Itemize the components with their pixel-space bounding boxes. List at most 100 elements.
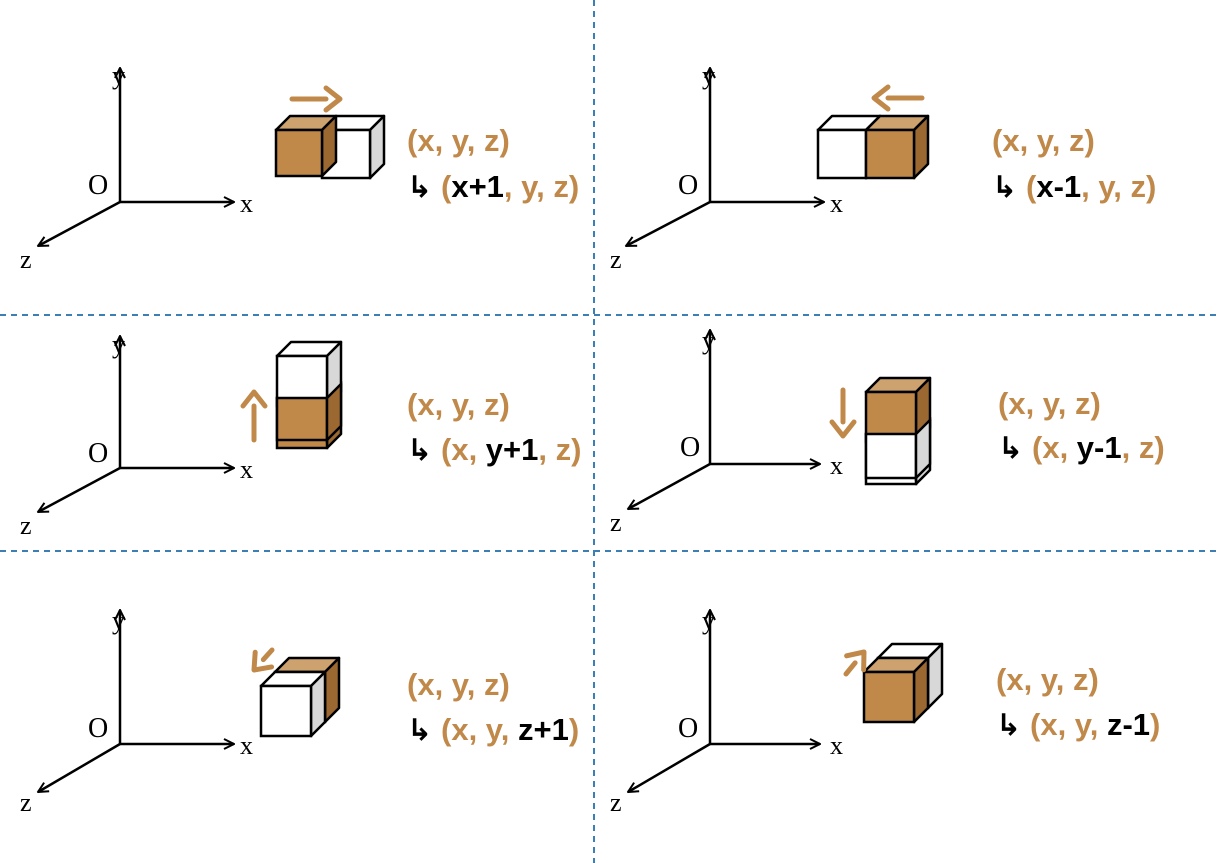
changed-component: x-1: [1036, 169, 1081, 204]
origin-label: O: [680, 432, 700, 463]
neighbor-cube: [259, 670, 327, 738]
maps-to-arrow-icon: ↳: [992, 170, 1017, 205]
x-axis-label: x: [830, 451, 843, 480]
unchanged-component: , y, z): [504, 169, 579, 204]
z-axis: [38, 466, 121, 514]
unchanged-component: (x, y,: [1030, 707, 1107, 742]
coordinate-mapping: (x, y, z) ↳ (x+1, y, z): [407, 123, 579, 205]
z-axis-label: z: [20, 788, 32, 817]
cube-front-face: [864, 432, 918, 480]
coordinate-mapping: (x, y, z) ↳ (x, y, z+1): [407, 667, 579, 748]
z-axis-label: z: [610, 508, 622, 537]
cube-front-face: [275, 396, 329, 442]
original-coordinate: (x, y, z): [407, 123, 510, 158]
original-coordinate: (x, y, z): [407, 667, 510, 702]
origin-cube: [864, 114, 930, 180]
coordinate-axes: y x z O: [610, 606, 843, 817]
changed-component: z+1: [518, 712, 569, 747]
down-arrow: [829, 387, 857, 439]
original-coordinate: (x, y, z): [998, 386, 1101, 421]
y-axis-label: y: [702, 326, 715, 355]
cube-side-face: [914, 416, 932, 482]
result-coordinate: (x, y, z-1): [1030, 707, 1160, 742]
coordinate-mapping: (x, y, z)↳(x-1, y, z): [992, 123, 1156, 205]
arrow-head: [251, 649, 275, 673]
z-axis: [628, 462, 711, 511]
y-axis-label: y: [702, 606, 715, 635]
z-axis: [626, 200, 711, 248]
origin-label: O: [88, 170, 108, 201]
result-coordinate: (x, y, z+1): [441, 712, 579, 747]
cube-side-face: [325, 380, 343, 444]
cube-front-face: [864, 128, 916, 180]
original-coordinate: (x, y, z): [407, 387, 510, 422]
y-axis-label: y: [112, 606, 125, 635]
coordinate-axes: y x z O: [20, 330, 253, 540]
cube-front-face: [274, 128, 324, 178]
arrow-shaft: [843, 660, 858, 677]
x-axis-label: x: [240, 731, 253, 760]
changed-component: x+1: [451, 169, 504, 204]
x-axis-label: x: [240, 189, 253, 218]
y-axis-label: y: [112, 330, 125, 359]
panel-y-minus: y x z O (x, y, z) ↳ (x, y-1, z): [610, 326, 1165, 537]
coordinate-axes: y x z O: [20, 61, 253, 274]
z-axis: [38, 200, 121, 248]
result-coordinate: (x+1, y, z): [441, 169, 579, 204]
left-arrow: [871, 84, 925, 112]
arrow-shaft: [260, 647, 275, 663]
unchanged-component: (x,: [1032, 430, 1077, 465]
toward-viewer-arrow: [251, 647, 275, 673]
maps-to-arrow-icon: ↳: [998, 431, 1023, 466]
cube-front-face: [862, 670, 916, 724]
unchanged-component: ): [1150, 707, 1160, 742]
arrow-head: [829, 419, 857, 439]
coordinate-axes: y x z O: [20, 606, 253, 817]
coordinate-mapping: (x, y, z) ↳ (x, y, z-1): [996, 662, 1160, 743]
z-axis: [38, 742, 121, 792]
unchanged-component: (: [441, 169, 452, 204]
z-axis-label: z: [20, 245, 32, 274]
origin-cube: [274, 114, 338, 178]
x-axis-label: x: [830, 189, 843, 218]
maps-to-arrow-icon: ↳: [407, 713, 432, 748]
panel-z-minus: y x z O (x, y, z) ↳ (x, y, z-1): [610, 606, 1160, 817]
result-coordinate: (x-1, y, z): [1026, 169, 1156, 204]
changed-component: z-1: [1107, 707, 1150, 742]
arrow-head: [323, 85, 343, 113]
origin-cube: [862, 656, 930, 724]
coordinate-mapping: (x, y, z) ↳ (x, y-1, z): [998, 386, 1165, 466]
original-coordinate: (x, y, z): [996, 662, 1099, 697]
x-axis-label: x: [240, 455, 253, 484]
origin-label: O: [678, 170, 698, 201]
up-arrow: [240, 389, 268, 443]
z-axis-label: z: [610, 788, 622, 817]
maps-to-arrow-icon: ↳: [996, 708, 1021, 743]
origin-label: O: [88, 713, 108, 744]
maps-to-arrow-icon: ↳: [407, 170, 432, 205]
arrow-head: [871, 84, 891, 112]
right-arrow: [289, 85, 343, 113]
unchanged-component: (x, y,: [441, 712, 518, 747]
maps-to-arrow-icon: ↳: [407, 433, 432, 468]
z-axis-label: z: [610, 245, 622, 274]
origin-label: O: [678, 713, 698, 744]
unchanged-component: , y, z): [1081, 169, 1156, 204]
away-from-viewer-arrow: [843, 649, 867, 677]
x-axis-label: x: [830, 731, 843, 760]
unchanged-component: , z): [538, 432, 581, 467]
result-coordinate: (x, y-1, z): [1032, 430, 1165, 465]
z-axis-label: z: [20, 511, 32, 540]
cube-front-face: [816, 128, 868, 180]
origin-label: O: [88, 438, 108, 469]
arrow-head: [844, 649, 867, 673]
changed-component: y-1: [1077, 430, 1122, 465]
panel-z-plus: y x z O (x, y, z) ↳ (x, y, z+1): [20, 606, 579, 817]
unchanged-component: , z): [1122, 430, 1165, 465]
y-axis-label: y: [112, 61, 125, 90]
cube-front-face: [259, 684, 313, 738]
